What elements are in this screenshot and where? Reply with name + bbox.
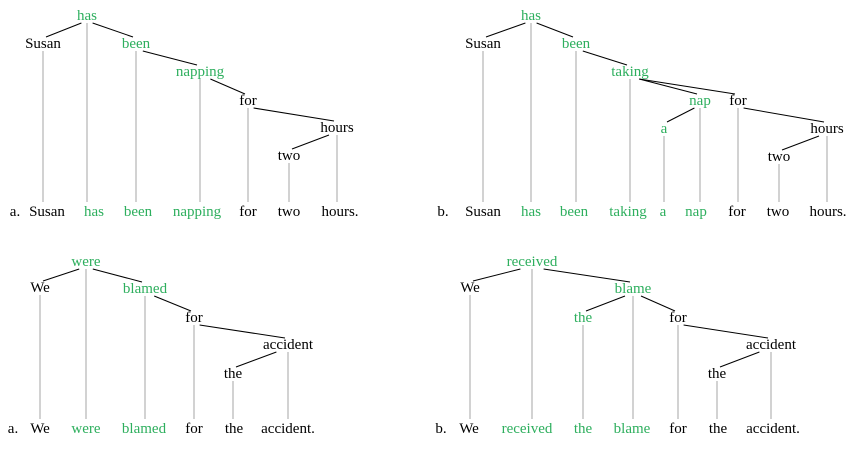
dependency-edge-blame-for <box>640 295 676 312</box>
tree-word-has: has <box>521 8 541 24</box>
tree-word-two: two <box>278 148 301 164</box>
tree-word-the2: the <box>708 366 727 382</box>
tree-word-susan: Susan <box>25 36 61 52</box>
tree-word-the: the <box>224 366 243 382</box>
tree-word-were: were <box>71 254 100 270</box>
sentence-word-the: the <box>225 421 244 437</box>
tree-word-for: for <box>185 310 203 326</box>
dependency-edge-were-we <box>42 268 80 282</box>
sentence-word-taking: taking <box>609 204 647 220</box>
tree-word-susan: Susan <box>465 36 501 52</box>
sentence-word-we: We <box>30 421 50 437</box>
sentence-word-for: for <box>239 204 257 220</box>
dependency-edge-for-hours <box>253 107 335 122</box>
tree-word-accident: accident <box>263 337 314 353</box>
sentence-label-tree-b-susan-taking-nap: b. <box>437 204 448 220</box>
tree-word-nap: nap <box>689 93 711 109</box>
dependency-edge-for-hours <box>743 107 825 123</box>
tree-word-been: been <box>562 36 591 52</box>
tree-word-two: two <box>768 149 791 165</box>
dependency-edge-hours-two <box>781 135 820 151</box>
tree-word-taking: taking <box>611 64 649 80</box>
sentence-word-for: for <box>728 204 746 220</box>
dependency-edge-has-susan <box>485 22 526 38</box>
tree-word-been: been <box>122 36 151 52</box>
sentence-word-susan: Susan <box>465 204 501 220</box>
dependency-edge-has-been <box>92 22 134 38</box>
sentence-word-the2: the <box>709 421 728 437</box>
tree-word-blamed: blamed <box>123 281 168 297</box>
sentence-word-susan: Susan <box>29 204 65 220</box>
sentence-word-hours: hours. <box>809 204 846 220</box>
sentence-word-nap: nap <box>685 204 707 220</box>
sentence-word-the1: the <box>574 421 593 437</box>
sentence-word-blame: blame <box>614 421 651 437</box>
dependency-edge-received-we <box>472 268 521 282</box>
tree-word-has: has <box>77 8 97 24</box>
sentence-word-were: were <box>71 421 100 437</box>
dependency-edge-accident-the2 <box>719 351 760 368</box>
dependency-edge-accident-the <box>235 351 277 368</box>
sentence-word-been: been <box>560 204 589 220</box>
dependency-edge-napping-for <box>210 78 246 95</box>
tree-word-hours: hours <box>320 120 353 136</box>
sentence-word-two: two <box>767 204 790 220</box>
panel-tree-a-susan-napping: Susan has been napping for two hours a. Susan has… <box>10 8 359 220</box>
dependency-edge-nap-a <box>666 107 695 123</box>
tree-word-napping: napping <box>176 64 225 80</box>
dependency-edge-taking-for <box>639 78 736 95</box>
sentence-word-has: has <box>84 204 104 220</box>
tree-word-hours: hours <box>810 121 843 137</box>
tree-word-we: We <box>460 280 480 296</box>
sentence-word-hours: hours. <box>321 204 358 220</box>
dependency-edge-received-blame <box>543 268 631 283</box>
tree-word-blame: blame <box>615 281 652 297</box>
tree-word-a: a <box>661 121 668 137</box>
dependency-edge-hours-two <box>291 134 330 150</box>
dependency-edge-were-blamed <box>92 268 143 283</box>
sentence-word-two: two <box>278 204 301 220</box>
tree-word-the1: the <box>574 310 593 326</box>
tree-word-received: received <box>507 254 558 270</box>
tree-word-for: for <box>729 93 747 109</box>
sentence-word-has: has <box>521 204 541 220</box>
sentence-word-been: been <box>124 204 153 220</box>
dependency-edge-has-been <box>536 22 574 38</box>
sentence-word-received: received <box>502 421 553 437</box>
sentence-word-for: for <box>185 421 203 437</box>
sentence-word-blamed: blamed <box>122 421 167 437</box>
sentence-label-tree-a-susan-napping: a. <box>10 204 20 220</box>
dependency-edge-for-accident <box>199 324 286 339</box>
dependency-edge-been-napping <box>142 50 198 66</box>
tree-word-we: We <box>30 280 50 296</box>
sentence-word-a: a <box>660 204 667 220</box>
dependency-edge-taking-nap <box>639 78 698 95</box>
dependency-edge-blamed-for <box>154 295 192 312</box>
panel-tree-b-we-received-blame: We received the blame for the accident b. We rece… <box>435 254 799 437</box>
sentence-word-accident: accident. <box>746 421 800 437</box>
dependency-edge-for-accident <box>683 324 769 339</box>
dependency-edge-blame-the1 <box>585 295 626 312</box>
tree-word-for: for <box>239 93 257 109</box>
dependency-edge-has-susan <box>45 22 82 38</box>
sentence-word-for: for <box>669 421 687 437</box>
tree-word-accident: accident <box>746 337 797 353</box>
sentence-word-napping: napping <box>173 204 222 220</box>
panel-tree-a-we-blamed: We were blamed for the accident a. We were blamed… <box>8 254 315 437</box>
sentence-label-tree-a-we-blamed: a. <box>8 421 18 437</box>
sentence-label-tree-b-we-received-blame: b. <box>435 421 446 437</box>
tree-word-for: for <box>669 310 687 326</box>
sentence-word-accident: accident. <box>261 421 315 437</box>
sentence-word-we: We <box>459 421 479 437</box>
dependency-edge-been-taking <box>582 50 628 66</box>
